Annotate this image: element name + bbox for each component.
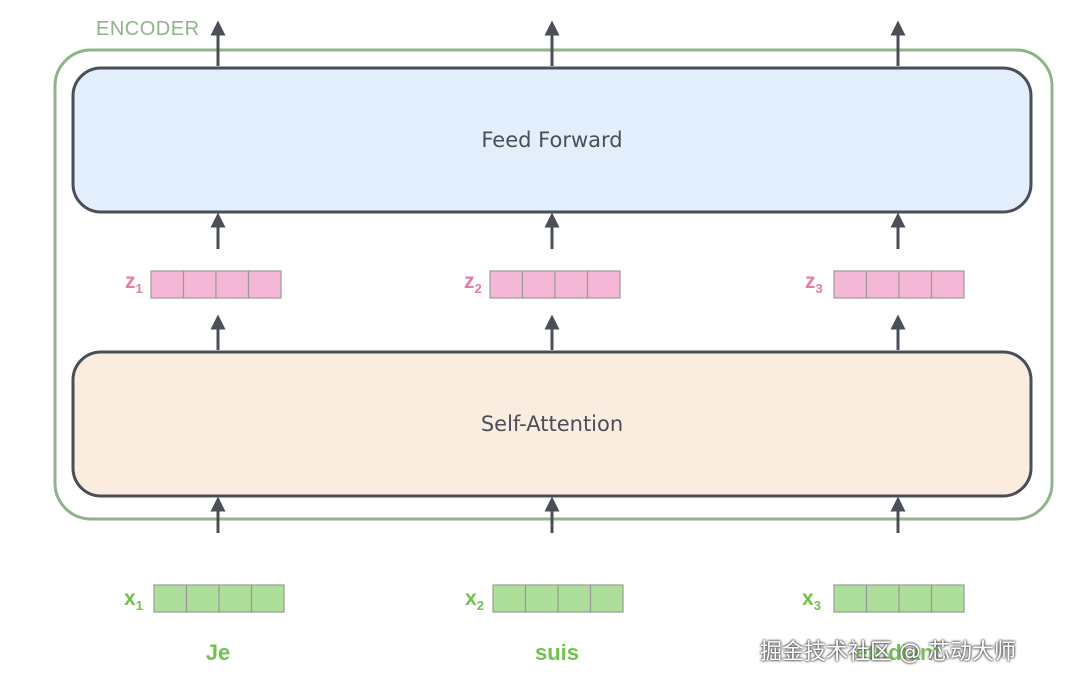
x3-cell-2 bbox=[865, 584, 900, 613]
z2-cell-3 bbox=[554, 270, 589, 299]
z1-cell-1 bbox=[150, 270, 185, 299]
x3-cell-3 bbox=[898, 584, 933, 613]
word-suis: suis bbox=[534, 640, 580, 665]
x3-cell-4 bbox=[930, 584, 965, 613]
z3-cell-4 bbox=[930, 270, 965, 299]
x1-label: x1 bbox=[124, 587, 143, 614]
word-etudiant: étudiant bbox=[855, 640, 941, 665]
encoder-label: ENCODER bbox=[96, 18, 200, 40]
x2-label: x2 bbox=[465, 587, 484, 614]
x1-cell-1 bbox=[153, 584, 188, 613]
z2-cell-2 bbox=[521, 270, 556, 299]
z2-cell-4 bbox=[586, 270, 621, 299]
z1-cell-3 bbox=[215, 270, 250, 299]
x1-cell-3 bbox=[218, 584, 253, 613]
x2-cell-4 bbox=[589, 584, 624, 613]
x2-cell-1 bbox=[492, 584, 527, 613]
z3-cell-3 bbox=[898, 270, 933, 299]
word-je: Je bbox=[205, 640, 231, 665]
z1-label: z1 bbox=[125, 270, 143, 297]
z2-cell-1 bbox=[489, 270, 524, 299]
z1-cell-2 bbox=[182, 270, 217, 299]
x2-cell-3 bbox=[557, 584, 592, 613]
self-attention-label: Self-Attention bbox=[480, 412, 624, 436]
z1-cell-4 bbox=[247, 270, 282, 299]
x2-cell-2 bbox=[524, 584, 559, 613]
watermark: 掘金技术社区 @ 芯动大师 bbox=[760, 640, 1016, 665]
z3-cell-1 bbox=[833, 270, 868, 299]
x3-label: x3 bbox=[802, 587, 821, 614]
z3-cell-2 bbox=[865, 270, 900, 299]
feed-forward-block bbox=[71, 66, 1033, 214]
z3-label: z3 bbox=[805, 270, 823, 297]
x1-cell-4 bbox=[250, 584, 285, 613]
self-attention-block bbox=[71, 350, 1033, 498]
z2-label: z2 bbox=[464, 270, 482, 297]
x3-cell-1 bbox=[833, 584, 868, 613]
feed-forward-label: Feed Forward bbox=[481, 128, 623, 152]
x1-cell-2 bbox=[185, 584, 220, 613]
